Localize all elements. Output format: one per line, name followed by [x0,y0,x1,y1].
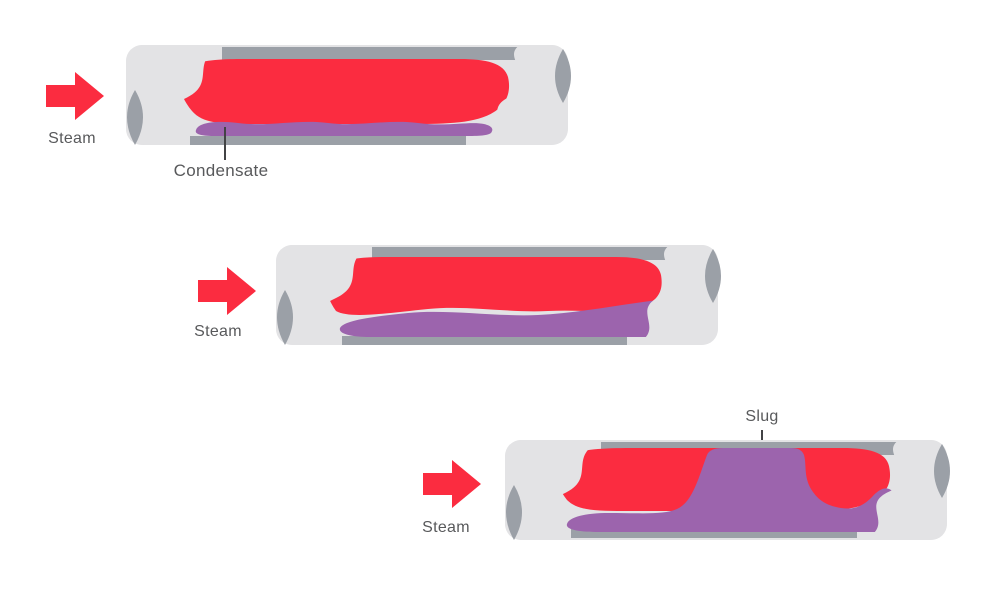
pipe-bottom-wall [190,136,466,145]
pipe-end-lens-left [506,485,522,540]
pipe-bottom-wall [342,336,627,345]
steam-label: Steam [194,323,242,340]
condensate-pointer-line [224,127,226,160]
pipe-illustration-3 [505,440,950,540]
pipe-top-wall [372,247,670,260]
pipe-left-cap [126,45,224,145]
pipe-stage-3: Slug Steam [0,390,1000,590]
pipe-stage-1: Steam Condensate [0,0,1000,200]
pipe-left-cap [276,245,374,345]
pipe-end-lens-right [934,444,950,498]
steam-arrow-icon [198,267,256,315]
pipe-left-cap [505,440,603,540]
steam-arrow-icon [46,72,104,120]
condensate-layer [195,121,493,136]
slug-label: Slug [745,408,779,425]
pipe-bottom-wall [571,528,857,538]
slug-region [566,448,911,532]
pipe-illustration-1 [126,45,571,145]
pipe-stage-2: Steam [0,200,1000,390]
steam-region [325,256,662,315]
pipe-end-lens-right [555,49,571,103]
pipe-right-cap [634,245,718,345]
steam-arrow-icon [423,460,481,508]
pipe-right-cap [863,440,947,540]
steam-label: Steam [48,130,96,147]
steam-region [179,58,510,125]
pipe-illustration-2 [276,245,721,345]
steam-label: Steam [422,519,470,536]
pipe-right-cap [484,45,568,145]
condensate-layer [339,297,698,337]
pipe-end-lens-right [705,249,721,303]
pipe-end-lens-left [277,290,293,345]
condensate-label: Condensate [173,161,269,180]
pipe-top-wall [222,47,520,60]
pipe-end-lens-left [127,90,143,145]
